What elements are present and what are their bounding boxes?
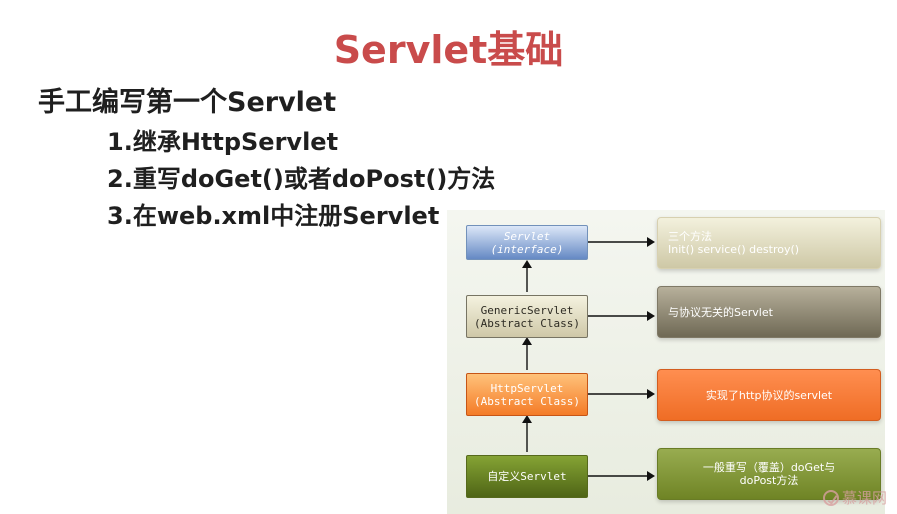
steps-list: 1.继承HttpServlet 2.重写doGet()或者doPost()方法 … bbox=[107, 124, 495, 235]
custom-servlet-box: 自定义Servlet bbox=[466, 455, 588, 498]
custom-servlet-info-box: 一般重写（覆盖）doGet与 doPost方法 bbox=[657, 448, 881, 500]
generic-servlet-info: 与协议无关的Servlet bbox=[668, 305, 773, 319]
generic-servlet-info-box: 与协议无关的Servlet bbox=[657, 286, 881, 338]
arrowhead-custom-to-info bbox=[647, 471, 655, 481]
servlet-interface-box: Servlet (interface) bbox=[466, 225, 588, 260]
generic-servlet-name: GenericServlet bbox=[480, 303, 574, 317]
servlet-methods-title: 三个方法 bbox=[668, 230, 712, 243]
arrowhead-servlet-to-info bbox=[647, 237, 655, 247]
custom-servlet-label: 自定义Servlet bbox=[487, 470, 567, 483]
servlet-methods-list: Init() service() destroy() bbox=[668, 243, 800, 256]
watermark-logo-icon bbox=[822, 489, 839, 506]
servlet-interface-name: Servlet bbox=[503, 229, 551, 243]
arrowhead-custom-to-http bbox=[522, 415, 532, 423]
slide-subtitle: 手工编写第一个Servlet bbox=[38, 87, 337, 118]
arrowhead-http-to-info bbox=[647, 389, 655, 399]
page-title: Servlet基础 bbox=[333, 28, 564, 72]
custom-servlet-info-line-2: doPost方法 bbox=[739, 474, 799, 487]
generic-servlet-box: GenericServlet (Abstract Class) bbox=[466, 295, 588, 338]
diagram-connectors bbox=[522, 237, 655, 481]
step-item: 3.在web.xml中注册Servlet bbox=[107, 202, 440, 230]
watermark: 慕课网 bbox=[822, 487, 887, 508]
servlet-methods-box: 三个方法 Init() service() destroy() bbox=[657, 217, 881, 269]
custom-servlet-info-line-1: 一般重写（覆盖）doGet与 bbox=[702, 461, 836, 474]
http-servlet-name: HttpServlet bbox=[490, 381, 564, 395]
http-servlet-info: 实现了http协议的servlet bbox=[705, 388, 833, 402]
arrowhead-generic-to-servlet bbox=[522, 260, 532, 268]
servlet-interface-type: (interface) bbox=[490, 242, 564, 256]
watermark-text: 慕课网 bbox=[841, 489, 887, 507]
arrowhead-http-to-generic bbox=[522, 337, 532, 345]
step-item: 2.重写doGet()或者doPost()方法 bbox=[107, 165, 496, 193]
http-servlet-box: HttpServlet (Abstract Class) bbox=[466, 373, 588, 416]
step-item: 1.继承HttpServlet bbox=[107, 128, 339, 156]
http-servlet-info-box: 实现了http协议的servlet bbox=[657, 369, 881, 421]
http-servlet-type: (Abstract Class) bbox=[474, 394, 580, 408]
servlet-hierarchy-diagram: Servlet (interface) 三个方法 Init() service(… bbox=[447, 210, 885, 514]
generic-servlet-type: (Abstract Class) bbox=[474, 316, 580, 330]
arrowhead-generic-to-info bbox=[647, 311, 655, 321]
